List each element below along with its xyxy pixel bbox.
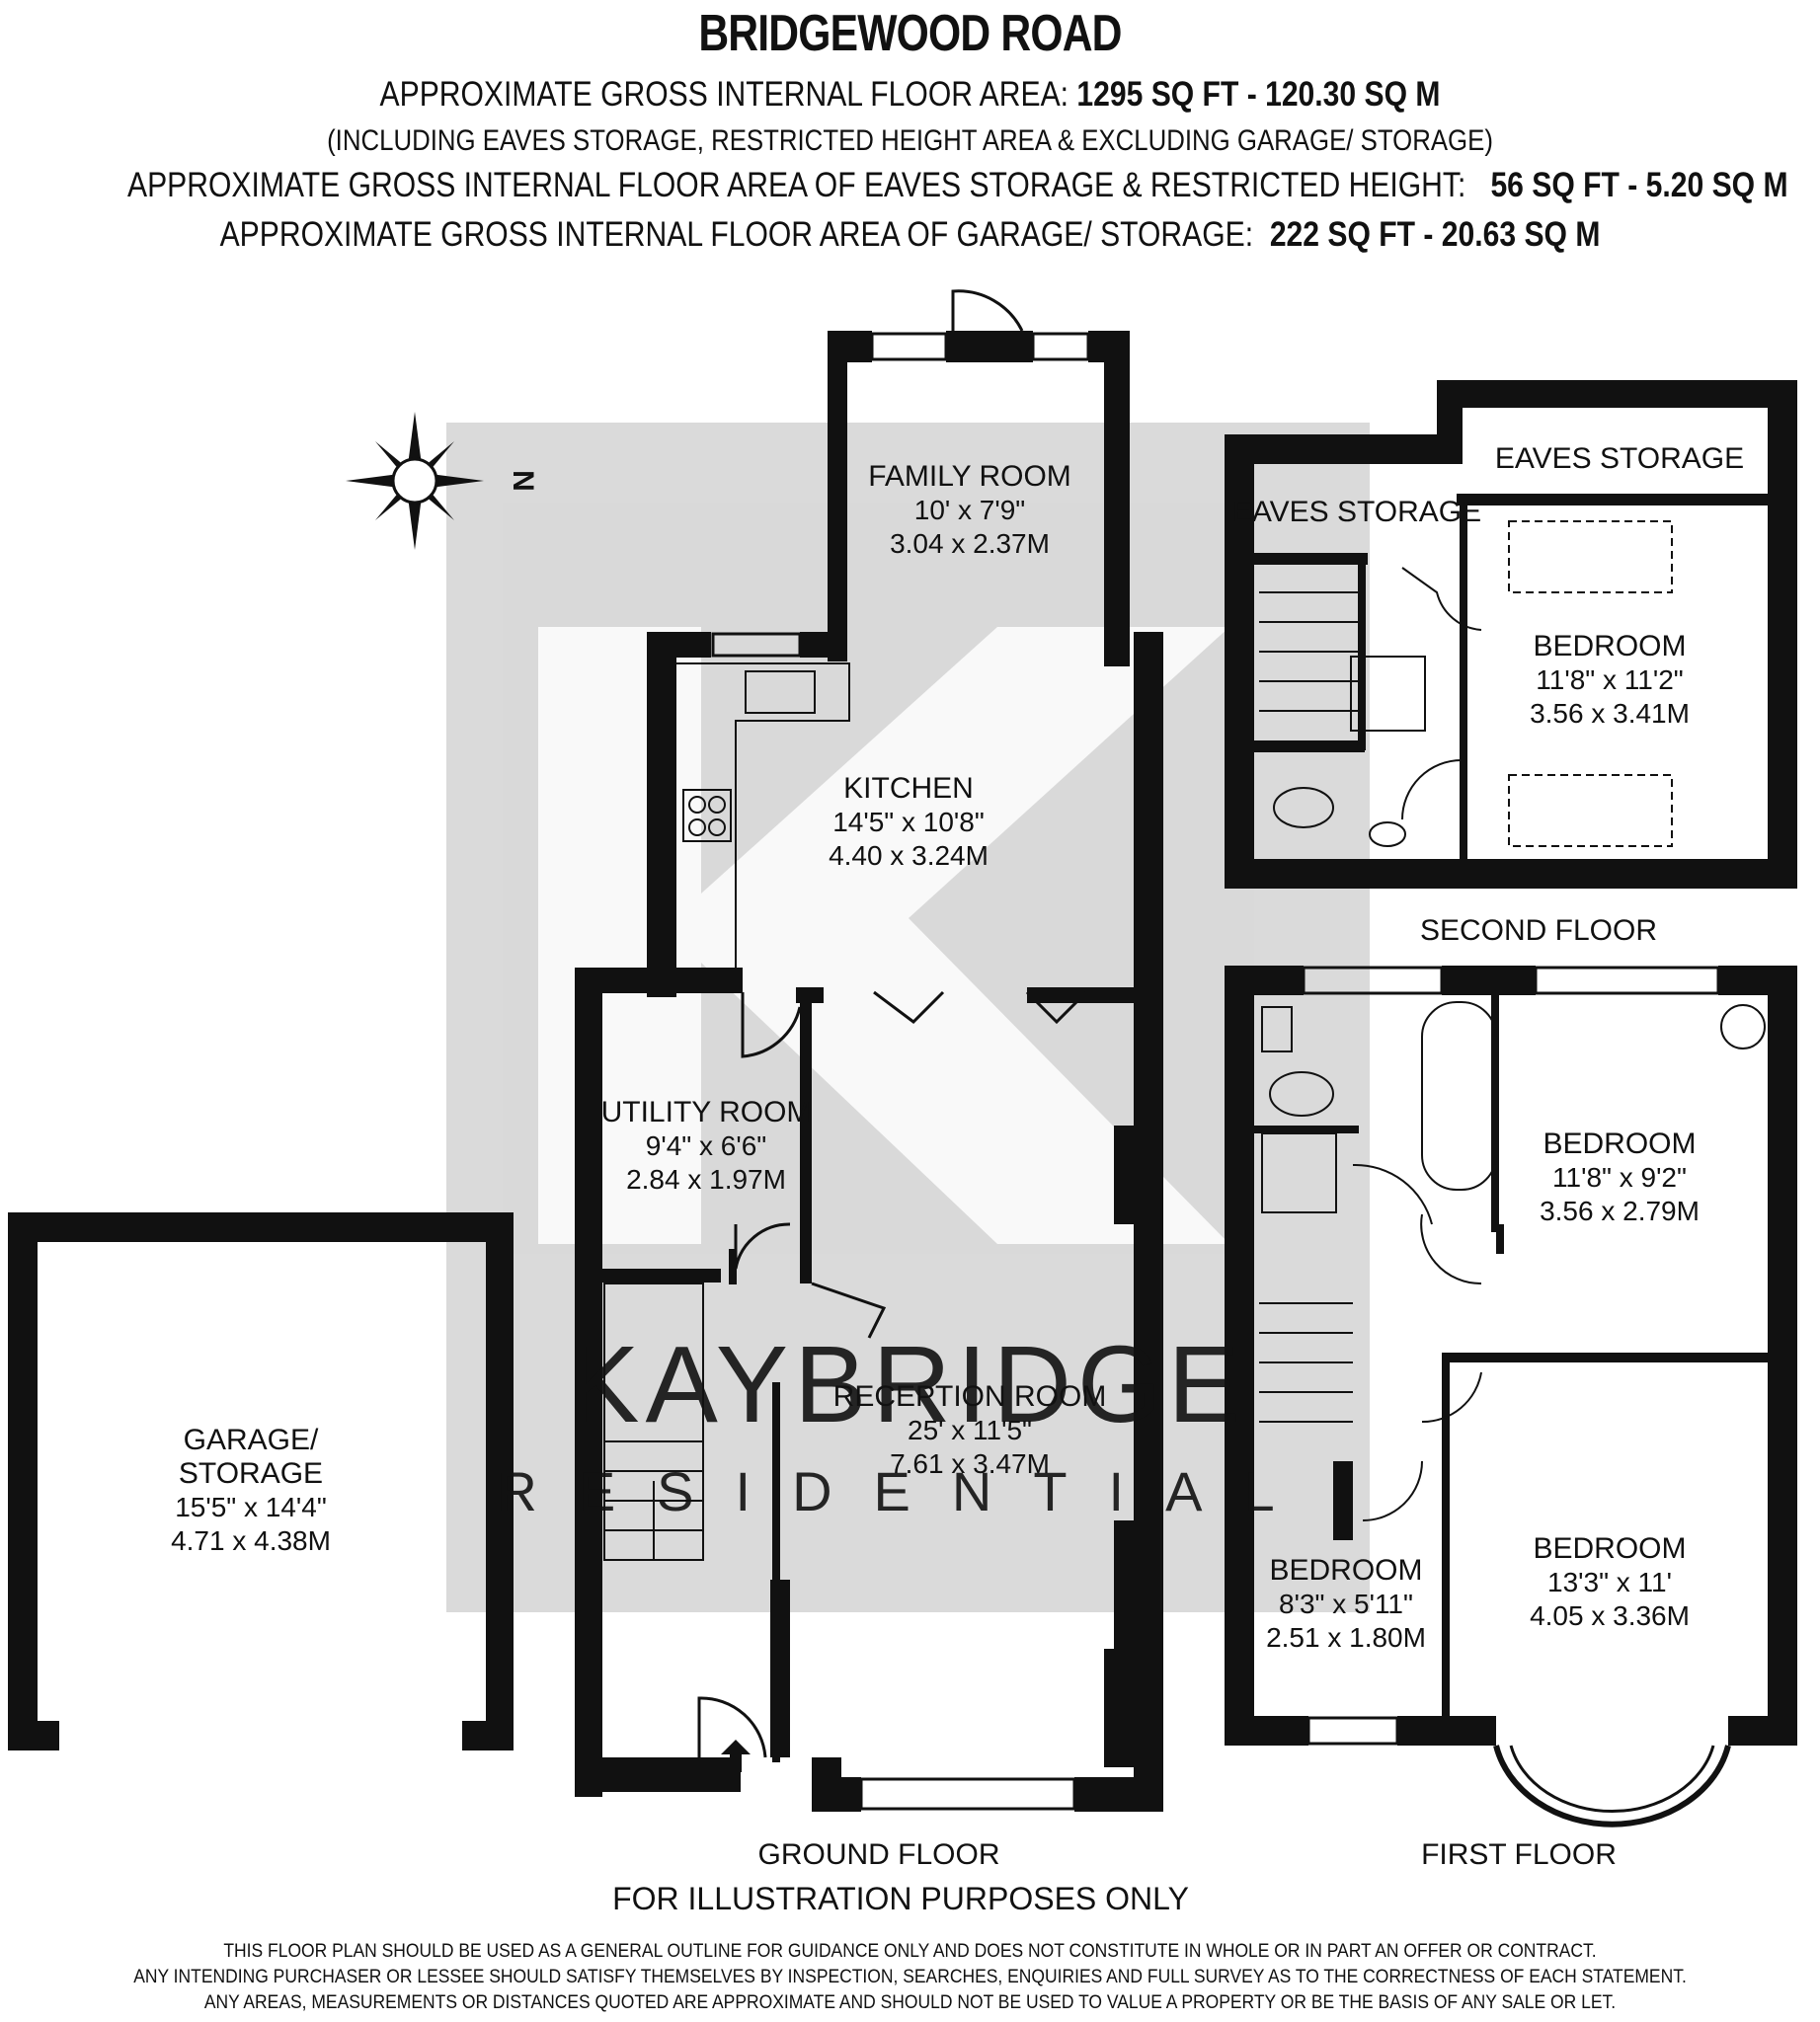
watermark-brand: KAYBRIDGE — [567, 1324, 1246, 1445]
room-reception: RECEPTION ROOM 25' x 11'5" 7.61 x 3.47M — [833, 1380, 1107, 1479]
garage-area-line: APPROXIMATE GROSS INTERNAL FLOOR AREA OF… — [127, 215, 1693, 255]
disclaimer-line-3: ANY AREAS, MEASUREMENTS OR DISTANCES QUO… — [203, 1992, 1617, 2013]
garage-area-value: 222 SQ FT - 20.63 SQ M — [1269, 215, 1601, 254]
utility-imperial: 9'4" x 6'6" — [646, 1130, 766, 1161]
compass-label: N — [507, 470, 539, 492]
second-floor-walls — [1225, 380, 1797, 889]
bedroom-first-a-imperial: 11'8" x 9'2" — [1552, 1162, 1687, 1193]
eaves-storage-left-label: EAVES STORAGE — [1232, 496, 1481, 528]
kitchen-units — [676, 662, 850, 987]
eaves-area-label: APPROXIMATE GROSS INTERNAL FLOOR AREA OF… — [127, 166, 1466, 204]
family-room-metric: 3.04 x 2.37M — [890, 528, 1050, 559]
bedroom-second-imperial: 11'8" x 11'2" — [1536, 664, 1683, 695]
garage-imperial: 15'5" x 14'4" — [175, 1492, 327, 1522]
room-utility: UTILITY ROOM 9'4" x 6'6" 2.84 x 1.97M — [601, 1096, 812, 1195]
ground-floor-doors — [697, 289, 1088, 1758]
garage-name-2: STORAGE — [179, 1457, 323, 1490]
room-bedroom-first-b: BEDROOM 13'3" x 11' 4.05 x 3.36M — [1530, 1532, 1690, 1631]
bedroom-first-b-imperial: 13'3" x 11' — [1547, 1567, 1672, 1597]
bedroom-first-b-metric: 4.05 x 3.36M — [1530, 1600, 1690, 1631]
second-floor-label: SECOND FLOOR — [1420, 914, 1657, 947]
garage-area-label: APPROXIMATE GROSS INTERNAL FLOOR AREA OF… — [219, 215, 1254, 254]
disclaimer-line-1: THIS FLOOR PLAN SHOULD BE USED AS A GENE… — [223, 1941, 1597, 1962]
eaves-storage-right-label: EAVES STORAGE — [1495, 442, 1744, 475]
ground-floor-label: GROUND FLOOR — [757, 1838, 999, 1871]
bedroom-first-c-name: BEDROOM — [1269, 1554, 1422, 1587]
page-title: BRIDGEWOOD ROAD — [698, 5, 1122, 62]
utility-metric: 2.84 x 1.97M — [626, 1164, 786, 1195]
first-floor-windows — [1302, 966, 1731, 1828]
first-floor-fittings — [1259, 1001, 1766, 1521]
bedroom-second-metric: 3.56 x 3.41M — [1530, 698, 1690, 729]
second-floor-fittings — [1259, 520, 1673, 847]
room-bedroom-first-c: BEDROOM 8'3" x 5'11" 2.51 x 1.80M — [1266, 1554, 1426, 1653]
bedroom-first-b-name: BEDROOM — [1533, 1532, 1686, 1565]
garage-name-1: GARAGE/ — [184, 1424, 319, 1456]
room-garage: GARAGE/ STORAGE 15'5" x 14'4" 4.71 x 4.3… — [171, 1424, 331, 1556]
kitchen-name: KITCHEN — [843, 772, 974, 805]
first-floor-walls — [1225, 966, 1797, 1746]
garage-metric: 4.71 x 4.38M — [171, 1525, 331, 1556]
area-note: (INCLUDING EAVES STORAGE, RESTRICTED HEI… — [327, 124, 1493, 157]
garage-walls — [8, 1212, 514, 1750]
room-bedroom-first-a: BEDROOM 11'8" x 9'2" 3.56 x 2.79M — [1540, 1128, 1700, 1226]
kitchen-metric: 4.40 x 3.24M — [829, 840, 989, 871]
bedroom-first-a-name: BEDROOM — [1543, 1128, 1696, 1160]
bedroom-first-c-metric: 2.51 x 1.80M — [1266, 1622, 1426, 1653]
total-area-line: APPROXIMATE GROSS INTERNAL FLOOR AREA: 1… — [127, 75, 1693, 115]
reception-imperial: 25' x 11'5" — [908, 1415, 1032, 1445]
total-area-value: 1295 SQ FT - 120.30 SQ M — [1076, 75, 1441, 114]
reception-metric: 7.61 x 3.47M — [890, 1448, 1050, 1479]
entrance-arrow-icon — [721, 1740, 751, 1772]
ground-floor-stairs — [603, 1283, 704, 1561]
ground-floor-windows — [610, 332, 1090, 1811]
ground-floor-walls — [575, 331, 1163, 1812]
compass-rose-icon — [346, 412, 484, 550]
family-room-imperial: 10' x 7'9" — [914, 495, 1025, 525]
reception-name: RECEPTION ROOM — [833, 1380, 1107, 1413]
watermark-sub: RESIDENTIAL — [497, 1460, 1315, 1522]
illustration-note: FOR ILLUSTRATION PURPOSES ONLY — [612, 1881, 1189, 1916]
room-kitchen: KITCHEN 14'5" x 10'8" 4.40 x 3.24M — [829, 772, 989, 871]
disclaimer-line-2: ANY INTENDING PURCHASER OR LESSEE SHOULD… — [133, 1967, 1687, 1987]
eaves-area-value: 56 SQ FT - 5.20 SQ M — [1490, 166, 1788, 204]
bedroom-second-name: BEDROOM — [1533, 630, 1686, 662]
first-floor-label: FIRST FLOOR — [1421, 1838, 1617, 1871]
family-room-name: FAMILY ROOM — [868, 460, 1071, 493]
eaves-area-line: APPROXIMATE GROSS INTERNAL FLOOR AREA OF… — [127, 166, 1788, 205]
utility-name: UTILITY ROOM — [601, 1096, 812, 1128]
kitchen-imperial: 14'5" x 10'8" — [832, 807, 985, 837]
total-area-label: APPROXIMATE GROSS INTERNAL FLOOR AREA: — [379, 75, 1069, 114]
bedroom-first-a-metric: 3.56 x 2.79M — [1540, 1196, 1700, 1226]
room-family: FAMILY ROOM 10' x 7'9" 3.04 x 2.37M — [868, 460, 1071, 559]
bedroom-first-c-imperial: 8'3" x 5'11" — [1279, 1589, 1413, 1619]
room-bedroom-second: BEDROOM 11'8" x 11'2" 3.56 x 3.41M — [1530, 630, 1690, 729]
